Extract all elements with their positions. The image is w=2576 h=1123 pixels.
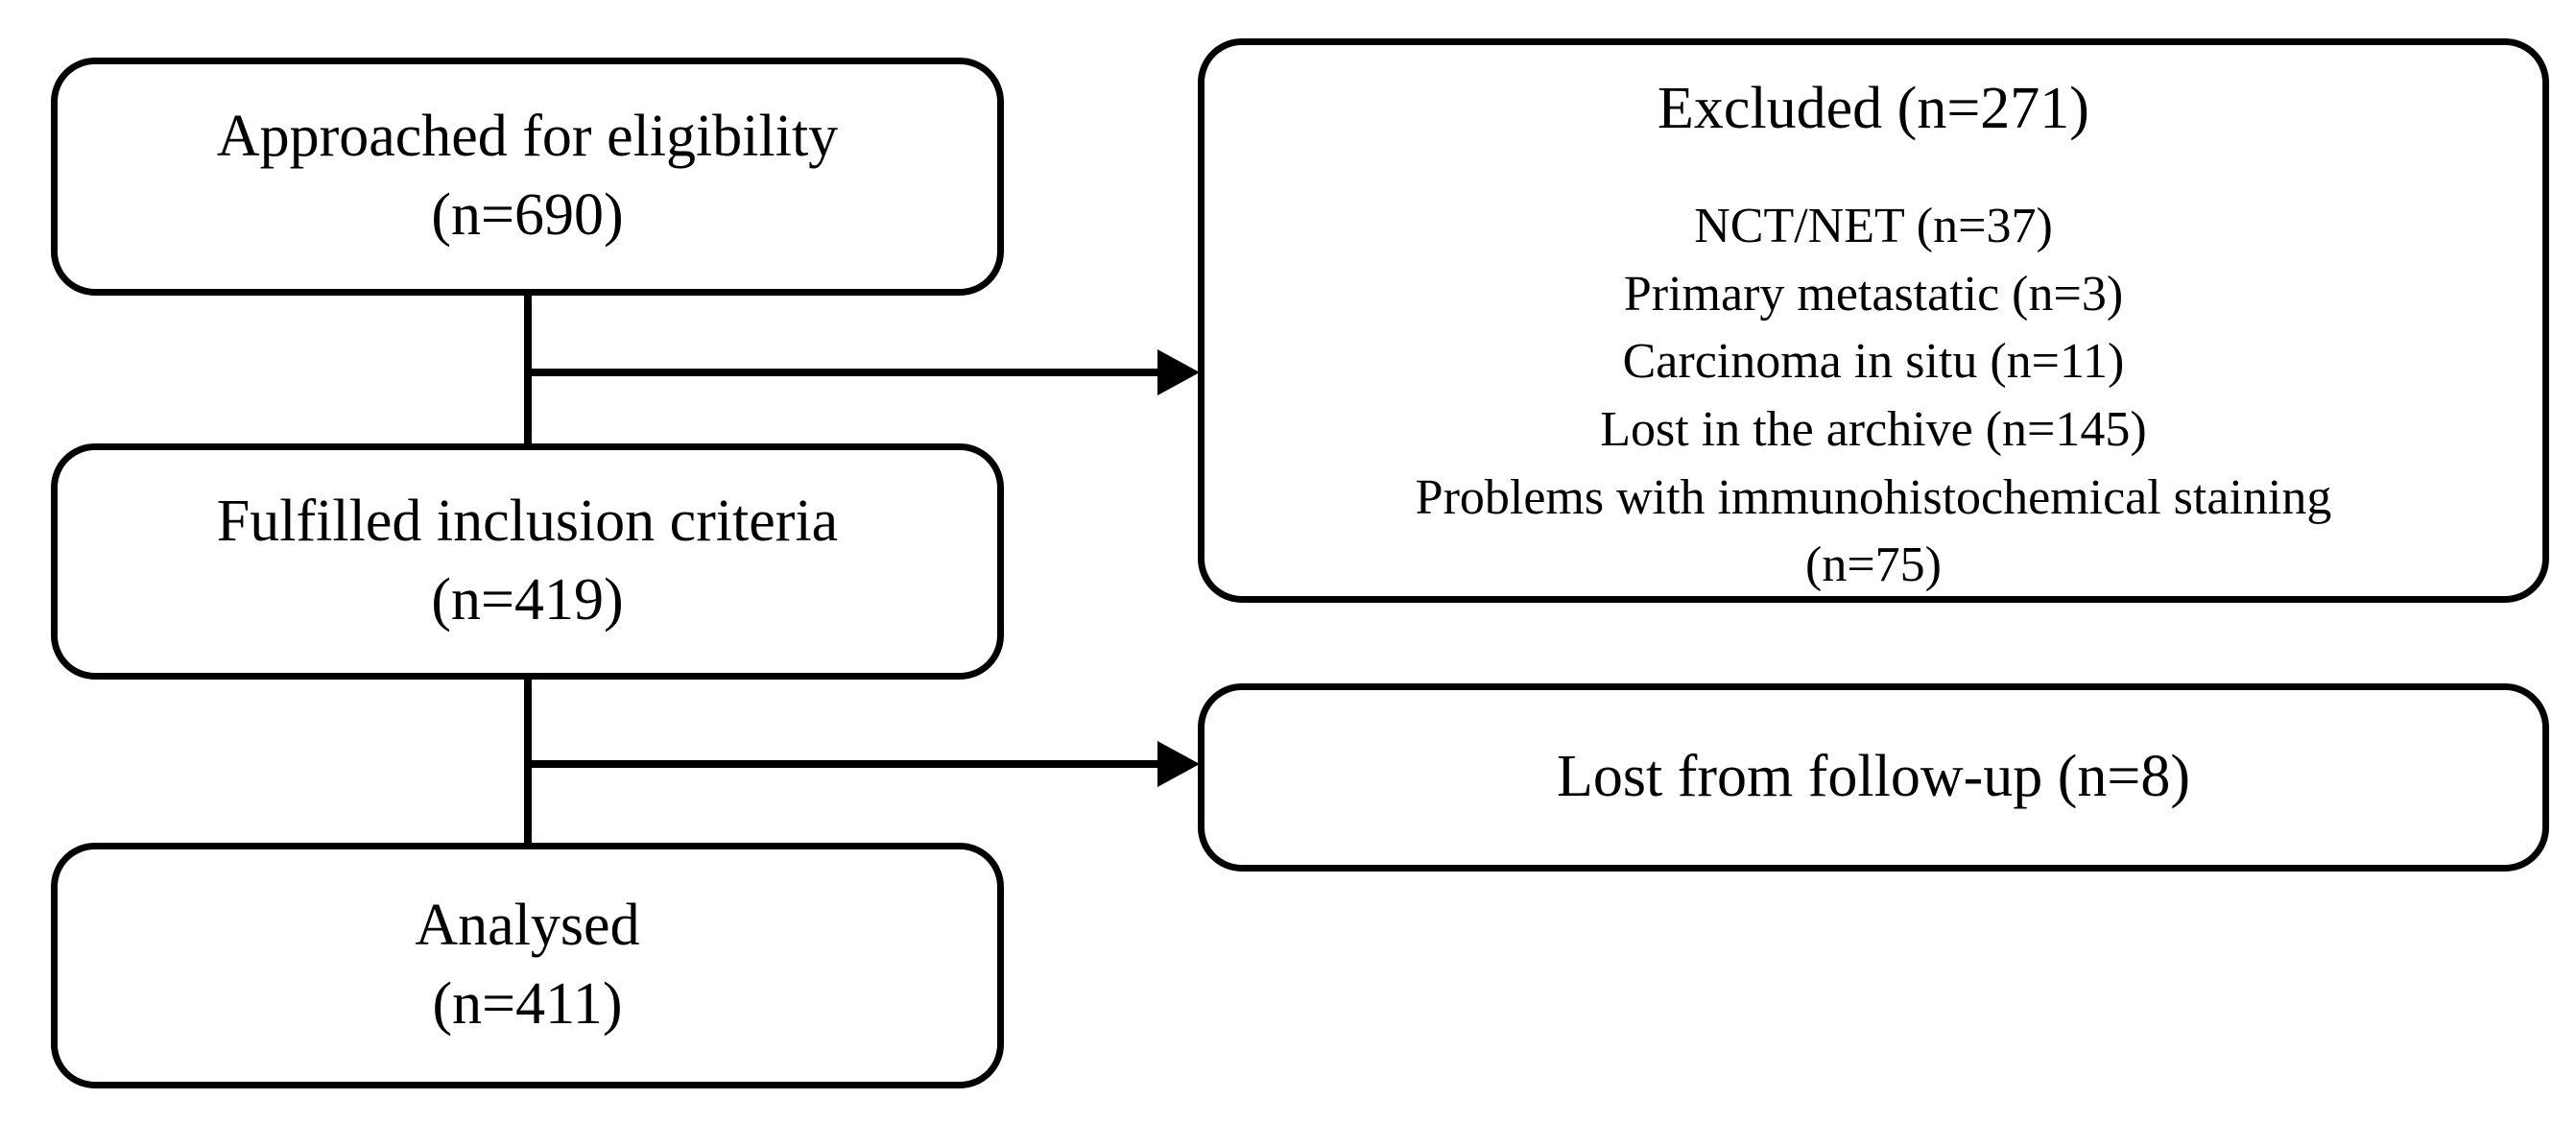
approached-count: (n=690) xyxy=(431,182,624,248)
excluded-reason-nct-net: NCT/NET (n=37) xyxy=(1694,198,2053,253)
fulfilled-count: (n=419) xyxy=(431,567,624,633)
excluded-reason-primary-metastatic: Primary metastatic (n=3) xyxy=(1623,266,2124,322)
lost-followup-label: Lost from follow-up (n=8) xyxy=(1556,744,2191,810)
excluded-reason-staining-problems: Problems with immunohistochemical staini… xyxy=(1415,469,2332,525)
arrowhead-right-icon xyxy=(1157,349,1200,395)
arrowhead-right-icon xyxy=(1157,741,1200,787)
box-fulfilled-inclusion-criteria: Fulfilled inclusion criteria (n=419) xyxy=(51,443,1004,680)
connector-branch-to-lost-followup xyxy=(528,760,1163,768)
excluded-reason-carcinoma-in-situ: Carcinoma in situ (n=11) xyxy=(1622,334,2125,390)
excluded-reason-staining-problems-count: (n=75) xyxy=(1805,538,1942,593)
box-lost-from-follow-up: Lost from follow-up (n=8) xyxy=(1198,683,2549,872)
excluded-title: Excluded (n=271) xyxy=(1658,76,2089,141)
approached-label: Approached for eligibility xyxy=(216,104,839,170)
excluded-reason-lost-in-archive: Lost in the archive (n=145) xyxy=(1600,401,2147,457)
fulfilled-label: Fulfilled inclusion criteria xyxy=(216,489,839,555)
connector-branch-to-excluded xyxy=(528,369,1163,376)
box-approached-for-eligibility: Approached for eligibility (n=690) xyxy=(51,58,1004,296)
analysed-label: Analysed xyxy=(415,893,640,959)
box-excluded: Excluded (n=271) NCT/NET (n=37) Primary … xyxy=(1198,38,2549,603)
analysed-count: (n=411) xyxy=(432,971,623,1037)
box-analysed: Analysed (n=411) xyxy=(51,843,1004,1088)
